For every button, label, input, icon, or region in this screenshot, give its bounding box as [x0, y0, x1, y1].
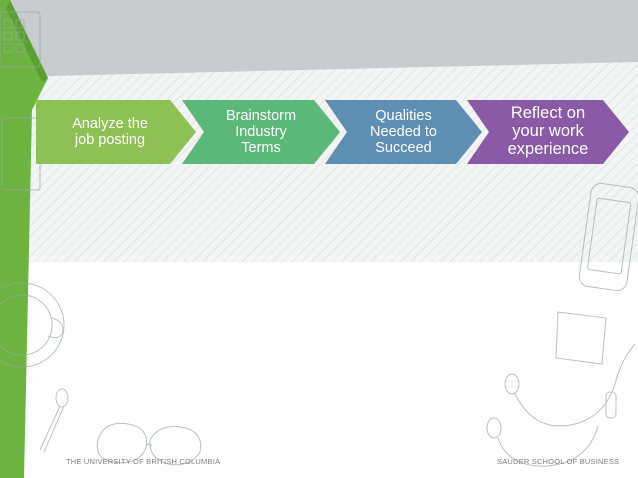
step-analyze-job-posting: Analyze the job posting: [36, 100, 196, 164]
step-label: Analyze the job posting: [72, 115, 148, 148]
grey-header-band: [0, 0, 638, 76]
footer-university-name: THE UNIVERSITY OF BRITISH COLUMBIA: [66, 457, 221, 466]
step-label: Reflect on your work experience: [507, 104, 589, 158]
step-qualities-needed: Qualities Needed to Succeed: [325, 100, 482, 164]
step-brainstorm-industry-terms: Brainstorm Industry Terms: [182, 100, 340, 164]
footer-school-name: SAUDER SCHOOL OF BUSINESS: [497, 457, 620, 466]
step-label: Brainstorm Industry Terms: [225, 107, 297, 157]
step-label: Qualities Needed to Succeed: [370, 107, 437, 157]
step-reflect-work-experience: Reflect on your work experience: [467, 100, 629, 164]
